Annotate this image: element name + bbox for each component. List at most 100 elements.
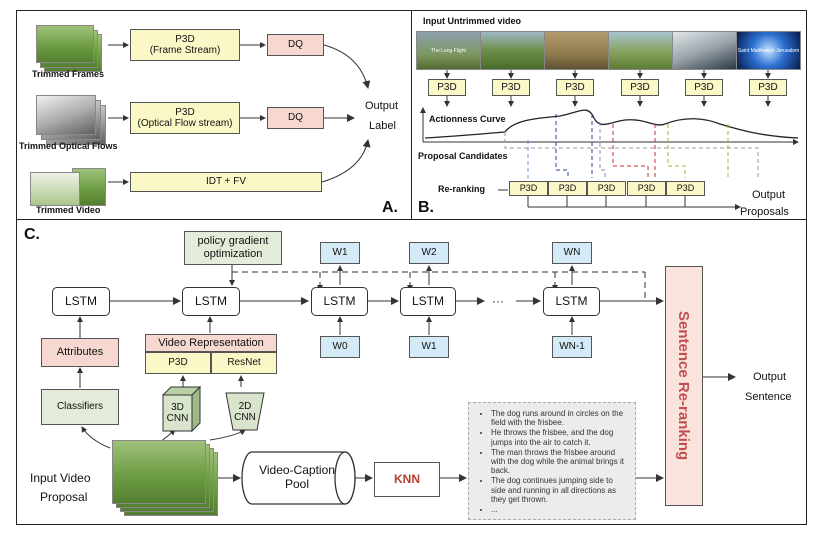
rep-resnet-label: ResNet xyxy=(227,357,261,369)
trimmed-frames-label: Trimmed Frames xyxy=(32,69,105,79)
rep-p3d-label: P3D xyxy=(168,357,188,369)
cnn2d-label-2: CNN xyxy=(234,412,256,423)
rep-resnet-box: ResNet xyxy=(211,352,277,374)
wn1-bottom-label: WN-1 xyxy=(559,341,585,353)
rerank-p3d-2: P3D xyxy=(548,181,587,196)
p3d-frame-title: P3D xyxy=(175,33,195,45)
sentence-reranking-label: Sentence Re-ranking xyxy=(675,311,693,461)
knn-label: KNN xyxy=(394,471,420,486)
dq-box-2: DQ xyxy=(267,107,324,129)
rerank-p3d-2-label: P3D xyxy=(558,183,577,194)
attributes-label: Attributes xyxy=(56,346,104,359)
w1-top-label: W1 xyxy=(332,247,348,259)
rerank-p3d-4: P3D xyxy=(627,181,666,196)
p3d-frame-subtitle: (Frame Stream) xyxy=(149,45,221,56)
sentence-reranking-box: Sentence Re-ranking xyxy=(665,266,703,506)
untrimmed-frame-6-text: Saint Matthew in Jerusalem xyxy=(737,47,800,54)
cnn3d-label-1: 3D xyxy=(171,401,184,413)
cnn3d-cube xyxy=(161,385,202,433)
word-box-w1-top: W1 xyxy=(320,242,360,264)
candidate-sentence: ... xyxy=(491,505,629,514)
lstm-cell-2: LSTM xyxy=(182,287,240,316)
input-video-label: Input Video xyxy=(30,471,91,485)
lstm-cell-3: LSTM xyxy=(311,287,368,316)
p3d-box-b6: P3D xyxy=(749,79,787,96)
p3d-b5-label: P3D xyxy=(694,81,714,93)
idt-fv-box: IDT + FV xyxy=(130,172,322,192)
untrimmed-video-label: Input Untrimmed video xyxy=(423,16,522,26)
lstm-cell-1: LSTM xyxy=(52,287,110,316)
panel-a-output: Output xyxy=(365,100,399,112)
trimmed-frame-thumb-1 xyxy=(36,25,94,63)
lstm-5-label: LSTM xyxy=(555,293,588,308)
rerank-p3d-3: P3D xyxy=(587,181,626,196)
rerank-p3d-1: P3D xyxy=(509,181,548,196)
idt-fv-label: IDT + FV xyxy=(205,176,247,188)
proposal-candidates-label: Proposal Candidates xyxy=(418,151,508,161)
lstm-4-label: LSTM xyxy=(411,293,444,308)
pool-label-2: Pool xyxy=(284,477,310,491)
candidate-sentences-list: The dog runs around in circles on the fi… xyxy=(468,402,636,520)
lstm-1-label: LSTM xyxy=(64,293,97,308)
untrimmed-frame-1: The Long Flight xyxy=(416,31,481,70)
p3d-frame-stream-box: P3D (Frame Stream) xyxy=(130,29,240,61)
word-box-wn-top: WN xyxy=(552,242,592,264)
candidate-sentence: He throws the frisbee, and the dog jumps… xyxy=(491,428,629,446)
panel-b-output: Output xyxy=(752,189,786,201)
panel-a-output-label: Label xyxy=(369,120,396,132)
word-box-w2-top: W2 xyxy=(409,242,449,264)
w0-bottom-label: W0 xyxy=(332,341,348,353)
untrimmed-frame-1-text: The Long Flight xyxy=(431,47,466,54)
policy-optimization-label: optimization xyxy=(203,248,263,260)
cnn3d-label-box: 3D CNN xyxy=(163,397,192,429)
rerank-p3d-1-label: P3D xyxy=(519,183,538,194)
knn-box: KNN xyxy=(374,462,440,497)
rerank-p3d-4-label: P3D xyxy=(637,183,656,194)
wn-top-label: WN xyxy=(563,247,581,259)
panel-c-output: Output xyxy=(753,371,787,383)
rerank-p3d-5-label: P3D xyxy=(676,183,695,194)
policy-gradient-box: policy gradient optimization xyxy=(184,231,282,265)
rerank-p3d-5: P3D xyxy=(666,181,705,196)
panel-c xyxy=(16,219,807,525)
classifiers-box: Classifiers xyxy=(41,389,119,425)
attributes-box: Attributes xyxy=(41,338,119,367)
p3d-box-b2: P3D xyxy=(492,79,530,96)
untrimmed-frame-4 xyxy=(608,31,673,70)
trimmed-flow-thumb-1 xyxy=(36,95,96,135)
w2-top-label: W2 xyxy=(421,247,437,259)
p3d-flow-title: P3D xyxy=(175,106,195,118)
p3d-b3-label: P3D xyxy=(565,81,585,93)
video-representation-box: Video Representation xyxy=(145,334,277,352)
word-box-w0-bottom: W0 xyxy=(320,336,360,358)
candidate-sentence: The dog continues jumping side to side a… xyxy=(491,476,629,504)
untrimmed-frame-6: Saint Matthew in Jerusalem xyxy=(736,31,801,70)
cnn2d-trapezoid xyxy=(225,392,265,431)
lstm-2-label: LSTM xyxy=(194,293,227,308)
untrimmed-frame-2 xyxy=(480,31,545,70)
panel-b-output-proposals: Proposals xyxy=(740,206,789,218)
p3d-flow-stream-box: P3D (Optical Flow stream) xyxy=(130,102,240,134)
untrimmed-frame-5 xyxy=(672,31,737,70)
video-caption-pool-label: Video-Caption Pool xyxy=(248,458,346,498)
actionness-curve-label: Actionness Curve xyxy=(429,114,506,124)
cnn2d-label-box: 2D CNN xyxy=(228,395,262,429)
dq-label-1: DQ xyxy=(288,39,303,51)
cnn3d-label-2: CNN xyxy=(166,413,189,424)
cnn2d-label-1: 2D xyxy=(238,400,252,412)
p3d-box-b4: P3D xyxy=(621,79,659,96)
pool-cylinder xyxy=(241,451,356,505)
untrimmed-frame-3 xyxy=(544,31,609,70)
p3d-b6-label: P3D xyxy=(758,81,778,93)
trimmed-video-label: Trimmed Video xyxy=(36,205,101,215)
pool-label-1: Video-Caption xyxy=(259,463,335,478)
input-proposal-label: Proposal xyxy=(40,490,88,504)
panel-a-letter: A. xyxy=(382,199,398,216)
input-video-frame-1 xyxy=(112,440,206,504)
w1-bottom-label: W1 xyxy=(421,341,437,353)
panel-b-letter: B. xyxy=(418,199,434,216)
re-ranking-label: Re-ranking xyxy=(438,184,486,194)
dq-box-1: DQ xyxy=(267,34,324,56)
p3d-flow-subtitle: (Optical Flow stream) xyxy=(137,118,233,129)
